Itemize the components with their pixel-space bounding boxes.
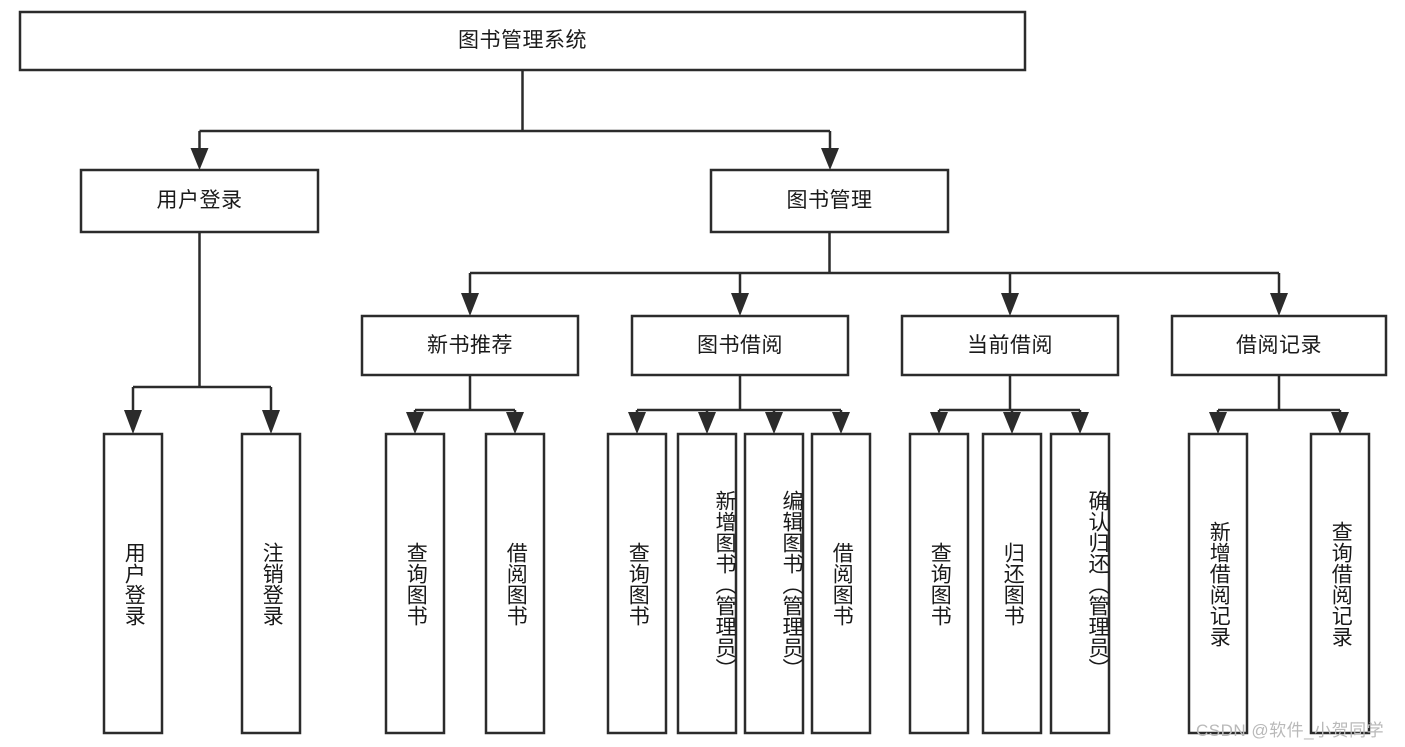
leaf-box-8[interactable] <box>908 432 970 735</box>
arrow-head-leaf-borrow-add <box>698 412 716 434</box>
leaf-box-1[interactable] <box>240 432 302 735</box>
connector-layer <box>124 70 1349 434</box>
leaf-box-5[interactable] <box>676 432 738 735</box>
csdn-watermark: CSDN @软件_小贺同学 <box>1196 721 1385 740</box>
leaf-box-4[interactable] <box>606 432 668 735</box>
node-book-borrow-box[interactable] <box>630 314 850 377</box>
leaf-box-6[interactable] <box>743 432 805 735</box>
node-new-book-recommend-box[interactable] <box>360 314 580 377</box>
arrow-head-leaf-current-return <box>1003 412 1021 434</box>
leaf-box-3[interactable] <box>484 432 546 735</box>
leaf-box-2[interactable] <box>384 432 446 735</box>
node-book-manage-box[interactable] <box>709 168 950 234</box>
node-root-box[interactable] <box>18 10 1027 72</box>
arrow-head-borrow <box>731 293 749 316</box>
arrow-head-record <box>1270 293 1288 316</box>
leaf-box-9[interactable] <box>981 432 1043 735</box>
arrow-head-leaf-borrow-lend <box>832 412 850 434</box>
arrow-head-leaf-logout <box>262 410 280 434</box>
arrow-head-current <box>1001 293 1019 316</box>
leaf-box-7[interactable] <box>810 432 872 735</box>
leaf-box-10[interactable] <box>1049 432 1111 735</box>
leaf-box-0[interactable] <box>102 432 164 735</box>
arrow-head-leaf-newbook-borrow <box>506 412 524 434</box>
node-user-login-box[interactable] <box>79 168 320 234</box>
arrow-head-newbook <box>461 293 479 316</box>
arrow-head-book-manage <box>821 148 839 170</box>
leaf-box-11[interactable] <box>1187 432 1249 735</box>
arrow-head-leaf-current-query <box>930 412 948 434</box>
arrow-head-leaf-newbook-query <box>406 412 424 434</box>
arrow-head-leaf-current-confirm <box>1071 412 1089 434</box>
node-current-borrow-box[interactable] <box>900 314 1120 377</box>
arrow-head-leaf-record-query <box>1331 412 1349 434</box>
arrow-head-leaf-borrow-query <box>628 412 646 434</box>
arrow-head-user-login <box>190 148 209 170</box>
arrow-head-leaf-borrow-edit <box>765 412 783 434</box>
node-borrow-record-box[interactable] <box>1170 314 1388 377</box>
arrow-head-leaf-record-add <box>1209 412 1227 434</box>
arrow-head-leaf-user-login <box>124 410 142 434</box>
node-box-layer <box>18 10 1388 735</box>
leaf-box-12[interactable] <box>1309 432 1371 735</box>
